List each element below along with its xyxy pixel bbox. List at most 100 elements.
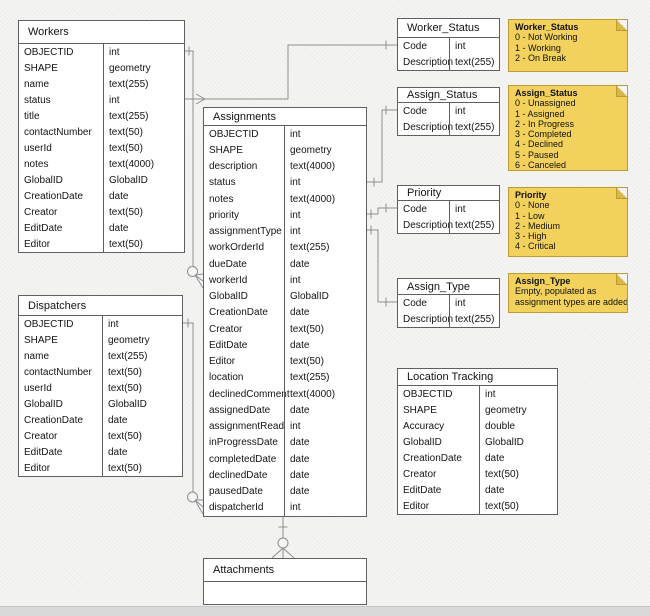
column-divider — [284, 126, 285, 516]
field-name: location — [209, 372, 244, 384]
connector-assignments-status-to-assign-status[interactable] — [367, 105, 397, 187]
field-type: date — [290, 339, 310, 351]
entity-attachments[interactable]: Attachments — [203, 558, 367, 605]
field-type: text(50) — [108, 382, 142, 394]
field-row — [204, 582, 366, 604]
field-name: name — [24, 350, 50, 362]
field-type: text(50) — [109, 142, 143, 154]
field-name: inProgressDate — [209, 437, 278, 449]
field-name: Creator — [209, 323, 243, 335]
many-crowfoot — [282, 547, 295, 559]
field-name: OBJECTID — [403, 388, 453, 400]
zero-marker — [277, 537, 289, 549]
many-crowfoot — [194, 274, 204, 289]
field-type: int — [108, 318, 119, 330]
many-crowfoot — [194, 499, 204, 508]
connector-workers-to-assignments[interactable] — [183, 46, 204, 289]
column-divider — [103, 44, 104, 252]
field-name: CreationDate — [209, 307, 268, 319]
connector-dispatchers-to-assignments[interactable] — [183, 318, 204, 515]
zero-marker — [187, 266, 198, 277]
column-divider — [449, 38, 450, 70]
field-name: Editor — [24, 238, 51, 250]
connector-workers-status-to-worker-status[interactable] — [183, 40, 397, 105]
field-name: Creator — [403, 468, 437, 480]
field-type: int — [290, 177, 301, 189]
field-name: SHAPE — [209, 144, 243, 156]
field-type: GlobalID — [108, 398, 147, 410]
column-divider — [449, 201, 450, 233]
field-name: SHAPE — [403, 404, 437, 416]
field-type: text(255) — [455, 219, 495, 231]
field-name: GlobalID — [24, 398, 63, 410]
note-line: assignment types are added — [515, 296, 628, 307]
field-name: OBJECTID — [209, 128, 259, 140]
field-type: text(255) — [108, 350, 148, 362]
field-name: completedDate — [209, 453, 277, 465]
entity-title: Priority — [398, 186, 499, 201]
connector-assignments-type-to-assign-type[interactable] — [367, 225, 397, 307]
field-name: Editor — [209, 356, 236, 368]
note-line: 2 - Medium — [515, 220, 561, 231]
bottom-edge-strip — [0, 606, 650, 616]
field-name: GlobalID — [24, 174, 63, 186]
connector-assignments-priority-to-priority[interactable] — [367, 203, 397, 219]
field-name: CreationDate — [24, 190, 83, 202]
field-type: date — [485, 484, 505, 496]
field-type: text(4000) — [290, 161, 336, 173]
field-type: int — [290, 128, 301, 140]
field-type: int — [455, 203, 466, 215]
field-type: date — [109, 190, 129, 202]
field-type: text(4000) — [290, 388, 336, 400]
note-title: Assign_Status — [515, 88, 578, 98]
field-name: CreationDate — [403, 452, 462, 464]
field-name: GlobalID — [209, 291, 248, 303]
note-line: 3 - High — [515, 231, 547, 242]
field-name: pausedDate — [209, 486, 263, 498]
field-name: Code — [403, 297, 427, 309]
note-title: Assign_Type — [515, 276, 571, 286]
field-name: userId — [24, 142, 52, 154]
field-row: OBJECTID int — [204, 126, 366, 142]
field-type: text(50) — [109, 126, 143, 138]
field-name: Description — [403, 219, 454, 231]
connector-assignments-to-attachments[interactable] — [271, 515, 295, 559]
field-name: Code — [403, 105, 427, 117]
field-type: int — [109, 46, 120, 58]
many-crowfoot — [195, 93, 206, 100]
field-name: declinedComment — [209, 388, 290, 400]
note-line: 1 - Working — [515, 42, 561, 53]
note-line: 0 - None — [515, 200, 550, 211]
field-type: geometry — [108, 334, 150, 346]
